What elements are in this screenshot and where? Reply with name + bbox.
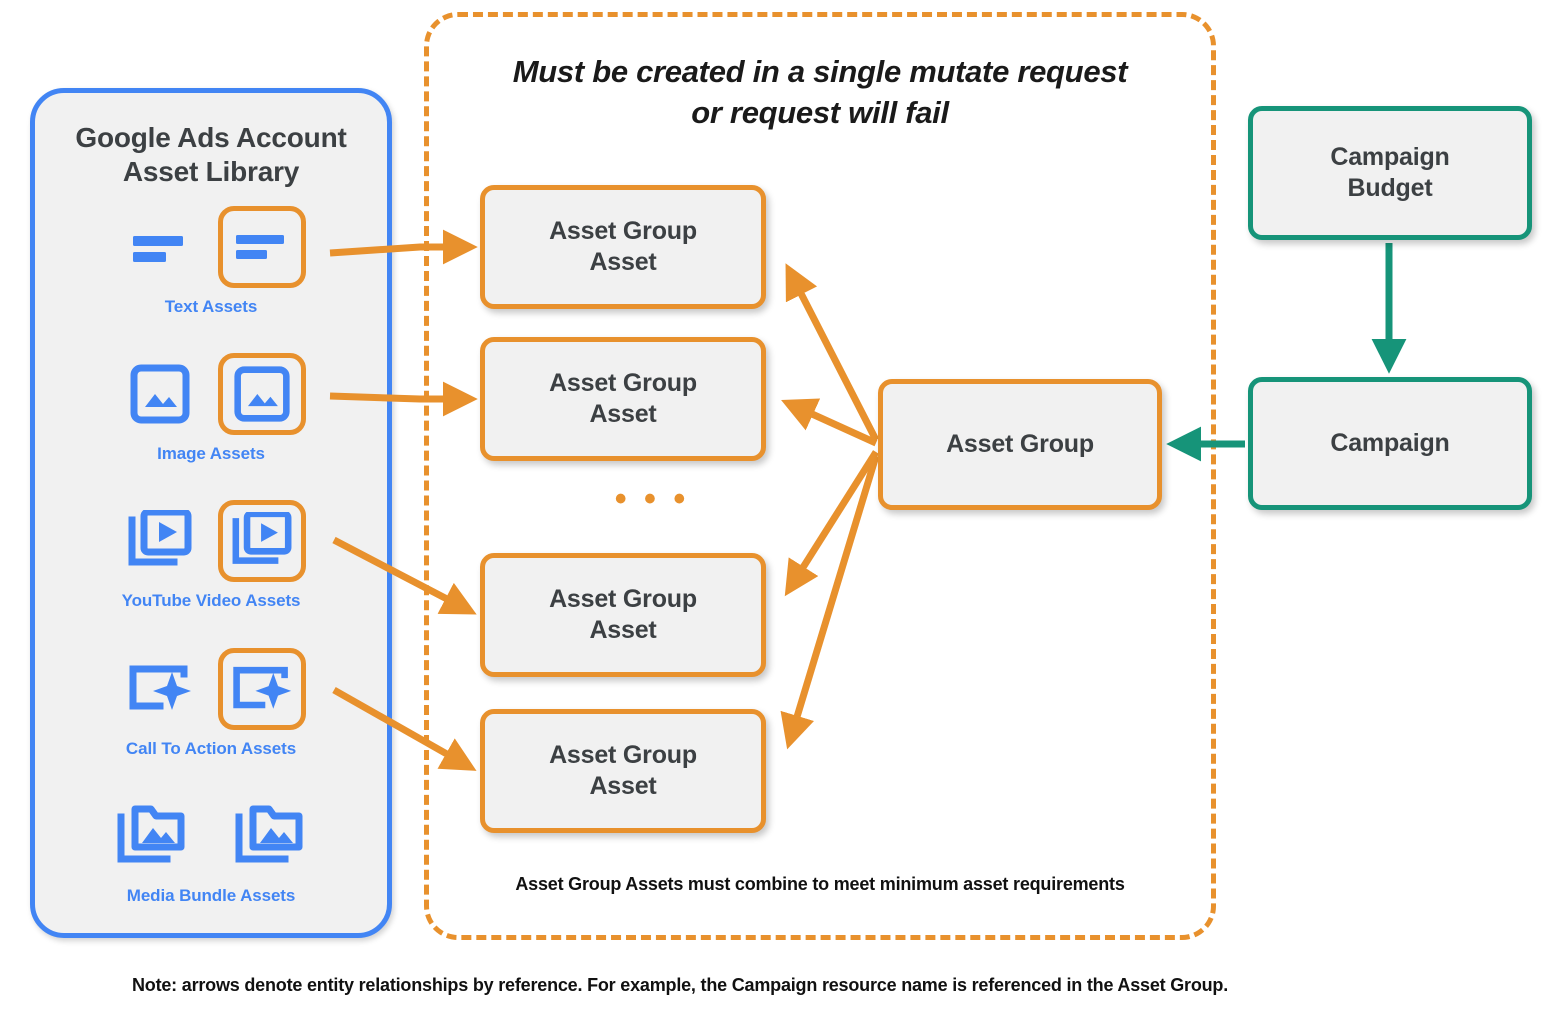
asset-label-youtube: YouTube Video Assets	[121, 591, 301, 610]
image-asset-icon	[234, 366, 290, 422]
asset-group-asset-3-line2: Asset	[589, 616, 657, 644]
asset-icons-youtube	[35, 495, 387, 587]
asset-library-title-line2: Asset Library	[122, 156, 300, 188]
asset-group-asset-box-1[interactable]: Asset Group Asset	[480, 185, 766, 309]
call-to-action-asset-icon	[233, 666, 292, 709]
text-asset-icon-plain	[116, 206, 204, 288]
asset-row-image: Image Assets	[35, 348, 387, 464]
diagram-note: Note: arrows denote entity relationships…	[131, 975, 1229, 995]
asset-library-title-line1: Google Ads Account	[75, 122, 347, 153]
asset-group-asset-box-3[interactable]: Asset Group Asset	[480, 553, 766, 677]
youtube-video-asset-icon-plain	[116, 500, 204, 582]
asset-row-youtube: YouTube Video Assets	[35, 495, 387, 611]
youtube-video-asset-icon	[232, 512, 292, 564]
asset-row-text: Text Assets	[35, 201, 387, 317]
text-asset-icon	[133, 236, 183, 262]
asset-icons-media-bundle	[35, 790, 387, 882]
media-bundle-asset-icon-second	[226, 795, 314, 877]
media-bundle-asset-icon-first	[108, 795, 196, 877]
mutate-title-line1: Must be created in a single mutate reque…	[512, 54, 1128, 89]
asset-library-title: Google Ads Account Asset Library	[35, 121, 387, 189]
asset-group-asset-2-line2: Asset	[589, 400, 657, 428]
image-asset-icon	[130, 364, 190, 424]
call-to-action-asset-icon	[129, 665, 191, 710]
asset-row-cta: Call To Action Assets	[35, 643, 387, 759]
asset-group-asset-box-2[interactable]: Asset Group Asset	[480, 337, 766, 461]
media-bundle-asset-icon	[235, 805, 303, 863]
asset-icons-text	[35, 201, 387, 293]
text-asset-icon	[236, 235, 284, 259]
asset-label-image: Image Assets	[157, 444, 265, 463]
call-to-action-asset-icon-selected[interactable]	[218, 648, 306, 730]
campaign-budget-line2: Budget	[1347, 174, 1433, 202]
campaign-box[interactable]: Campaign	[1248, 377, 1532, 510]
campaign-budget-line1: Campaign	[1330, 142, 1450, 171]
asset-group-asset-3-line1: Asset Group	[549, 584, 697, 613]
asset-group-asset-1-line2: Asset	[589, 248, 657, 276]
call-to-action-asset-icon-plain	[116, 648, 204, 730]
mutate-title-line2: or request will fail	[691, 94, 949, 130]
asset-group-asset-2-line1: Asset Group	[549, 368, 697, 397]
asset-group-asset-box-4[interactable]: Asset Group Asset	[480, 709, 766, 833]
youtube-video-asset-icon-selected[interactable]	[218, 500, 306, 582]
asset-row-media-bundle: Media Bundle Assets	[35, 790, 387, 906]
media-bundle-asset-icon	[117, 805, 185, 863]
asset-label-text: Text Assets	[164, 297, 258, 316]
campaign-budget-box[interactable]: Campaign Budget	[1248, 106, 1532, 240]
mutate-request-title: Must be created in a single mutate reque…	[424, 52, 1216, 134]
image-asset-icon-plain	[116, 353, 204, 435]
asset-group-asset-ellipsis: • • •	[614, 480, 690, 518]
asset-group-label: Asset Group	[946, 429, 1094, 458]
asset-group-asset-1-line1: Asset Group	[549, 216, 697, 245]
mutate-request-container	[424, 12, 1216, 940]
campaign-label: Campaign	[1330, 428, 1450, 457]
text-asset-icon-selected[interactable]	[218, 206, 306, 288]
asset-icons-image	[35, 348, 387, 440]
asset-group-box[interactable]: Asset Group	[878, 379, 1162, 510]
youtube-video-asset-icon	[128, 510, 192, 566]
asset-label-media-bundle: Media Bundle Assets	[126, 886, 296, 905]
asset-icons-cta	[35, 643, 387, 735]
asset-library-panel: Google Ads Account Asset Library	[30, 88, 392, 938]
mutate-request-footnote: Asset Group Assets must combine to meet …	[515, 874, 1125, 894]
asset-group-asset-4-line2: Asset	[589, 772, 657, 800]
image-asset-icon-selected[interactable]	[218, 353, 306, 435]
asset-group-asset-4-line1: Asset Group	[549, 740, 697, 769]
asset-label-cta: Call To Action Assets	[125, 739, 297, 758]
